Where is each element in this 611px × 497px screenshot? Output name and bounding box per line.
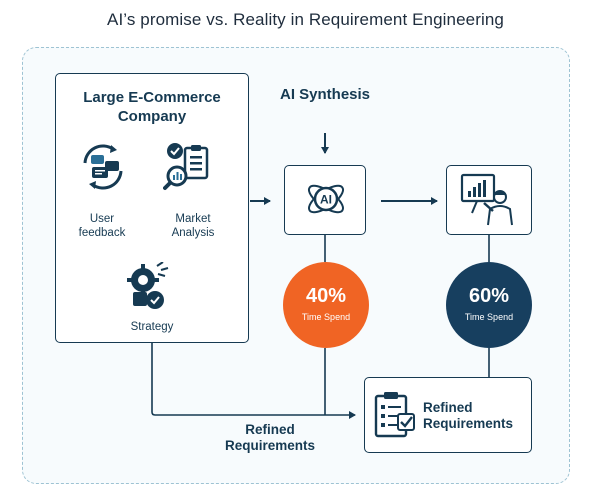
ai-brain-icon: AI — [307, 184, 345, 214]
ai-synthesis-title: AI Synthesis — [279, 86, 371, 103]
person-presenting-icon — [460, 173, 513, 226]
refined-requirements-box: Refined Requirements — [364, 377, 532, 453]
page-title: AI’s promise vs. Reality in Requirement … — [107, 10, 504, 29]
strategy-label: Strategy — [130, 321, 174, 333]
human-time-label: Time Spend — [464, 312, 514, 322]
feedback-cycle-icon — [83, 144, 123, 190]
human-time-percent: 60% — [468, 285, 510, 307]
line-company-to-refined — [151, 343, 356, 419]
svg-text:AI: AI — [320, 193, 332, 207]
refined-requirements-flow-label: Refined Requirements — [224, 422, 316, 453]
checklist-clipboard-icon — [374, 392, 415, 438]
company-title: Large E-Commerce Company — [83, 89, 221, 125]
market-analysis-icon — [163, 143, 209, 190]
ai-time-circle: 40% Time Spend — [283, 262, 369, 348]
refined-requirements-box-label: Refined Requirements — [423, 400, 514, 431]
human-time-circle: 60% Time Spend — [446, 262, 532, 348]
ai-time-label: Time Spend — [301, 312, 351, 322]
user-feedback-label: User feedback — [78, 213, 126, 239]
ai-time-percent: 40% — [305, 285, 347, 307]
strategy-icon — [127, 262, 169, 309]
market-analysis-label: Market Analysis — [171, 213, 215, 239]
